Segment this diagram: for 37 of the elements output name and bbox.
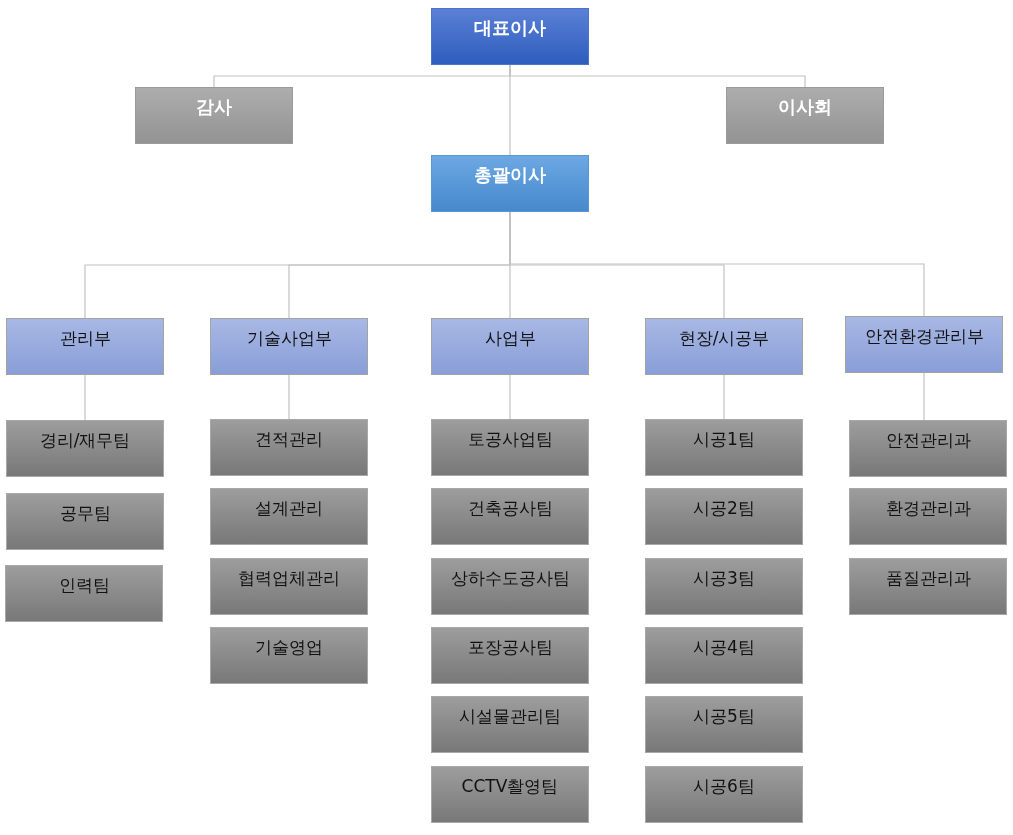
team-box: 환경관리과 — [849, 488, 1007, 545]
team-box: 협력업체관리 — [210, 558, 368, 615]
team-box: 건축공사팀 — [431, 488, 589, 545]
position-box: 총괄이사 — [431, 155, 589, 212]
team-box: 경리/재무팀 — [6, 420, 164, 477]
team-box: 시공2팀 — [645, 488, 803, 545]
team-box: 시공5팀 — [645, 696, 803, 753]
connector-line — [723, 374, 725, 420]
team-box: 포장공사팀 — [431, 627, 589, 684]
department-box: 현장/시공부 — [645, 318, 803, 375]
team-box: 견적관리 — [210, 419, 368, 476]
department-box: 관리부 — [6, 318, 164, 375]
team-box: 설계관리 — [210, 488, 368, 545]
team-box: 안전관리과 — [849, 420, 1007, 477]
team-box: 기술영업 — [210, 627, 368, 684]
team-box: CCTV촬영팀 — [431, 766, 589, 823]
department-box: 안전환경관리부 — [845, 316, 1003, 373]
position-box: 감사 — [135, 87, 293, 144]
position-box: 이사회 — [726, 87, 884, 144]
team-box: 시공1팀 — [645, 419, 803, 476]
connector-line — [509, 374, 511, 420]
team-box: 품질관리과 — [849, 558, 1007, 615]
position-box: 대표이사 — [431, 8, 589, 65]
department-box: 기술사업부 — [210, 318, 368, 375]
connector-line — [509, 64, 806, 88]
department-box: 사업부 — [431, 318, 589, 375]
connector-line — [923, 372, 925, 421]
connector-line — [84, 374, 86, 421]
connector-line — [288, 374, 290, 420]
team-box: 시공6팀 — [645, 766, 803, 823]
team-box: 시공4팀 — [645, 627, 803, 684]
team-box: 시공3팀 — [645, 558, 803, 615]
team-box: 토공사업팀 — [431, 419, 589, 476]
team-box: 상하수도공사팀 — [431, 558, 589, 615]
team-box: 공무팀 — [6, 493, 164, 550]
team-box: 시설물관리팀 — [431, 696, 589, 753]
team-box: 인력팀 — [5, 565, 163, 622]
